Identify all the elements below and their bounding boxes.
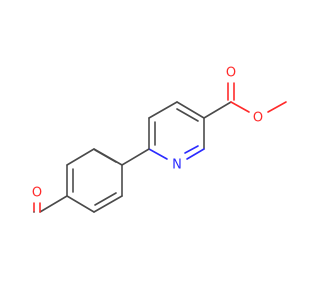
bond-b5-b6-inner <box>94 192 117 206</box>
bond-c6-n <box>186 148 205 160</box>
bond-b2-b3 <box>66 148 95 166</box>
bond-biaryl <box>121 148 150 166</box>
bond-ring-ester <box>203 101 232 119</box>
bond-b1-b2-inner <box>94 149 117 163</box>
molecule-structure: O O O N <box>32 66 287 213</box>
ester-carbonyl-oxygen-label: O <box>226 66 236 81</box>
bond-b4-b5 <box>66 195 95 213</box>
bond-c6-n-inner <box>184 145 199 154</box>
benzene-ring <box>66 148 150 213</box>
bond-o-methyl <box>267 101 287 113</box>
bond-ester-c-o-single <box>230 101 250 113</box>
methyl-ester-group: O O <box>203 66 287 126</box>
aldehyde-oxygen-label: O <box>32 186 42 201</box>
bond-b5-b6 <box>93 195 123 213</box>
bond-ring-cho <box>39 195 68 213</box>
bond-n-c2 <box>148 148 168 160</box>
aldehyde-group: O <box>32 186 68 213</box>
ring-nitrogen-label: N <box>172 158 182 173</box>
pyridine-ring <box>148 101 205 160</box>
bond-c3-c4 <box>148 101 178 119</box>
ester-ether-oxygen-label: O <box>253 111 263 126</box>
bond-c4-c5-inner <box>176 108 199 122</box>
bond-c4-c5 <box>176 101 205 119</box>
